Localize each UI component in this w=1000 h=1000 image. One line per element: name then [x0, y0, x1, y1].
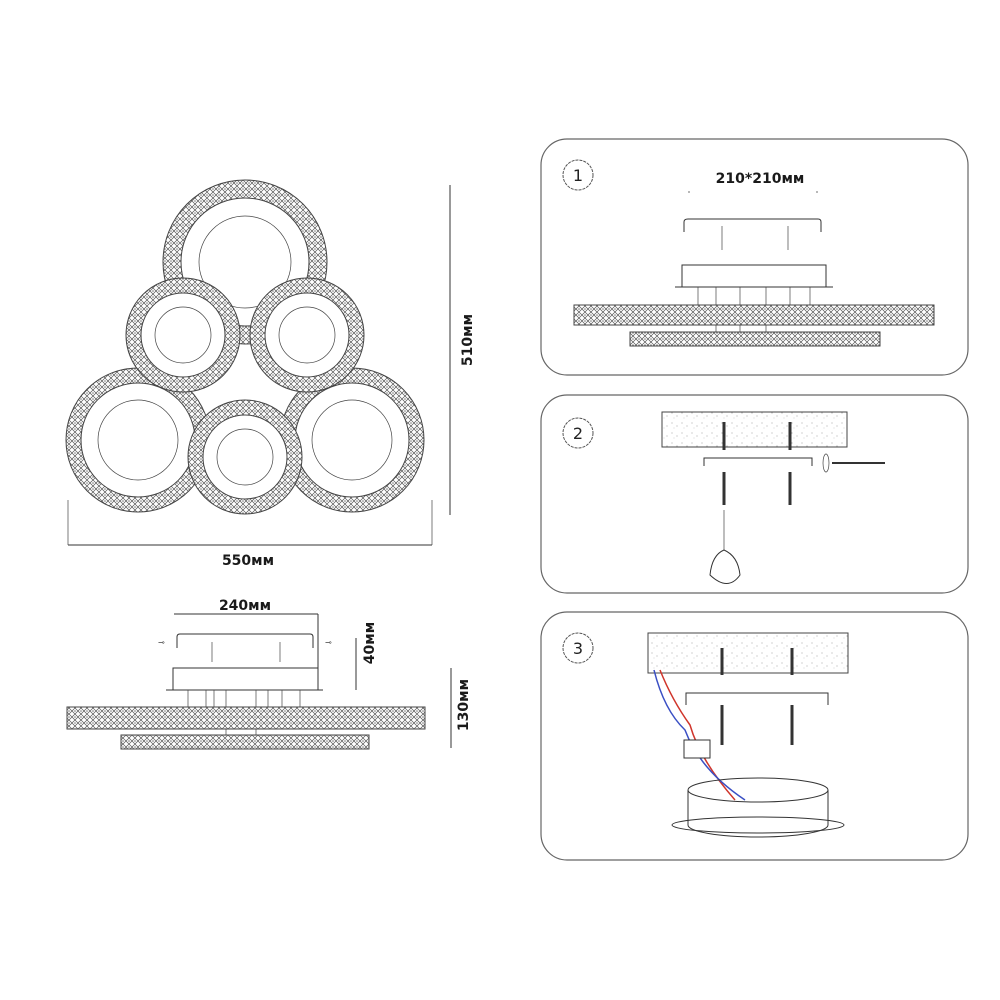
lower-ring-profile: [120, 734, 370, 750]
ring-small-bottom: [187, 399, 303, 515]
ceiling: [661, 411, 848, 448]
step-number: 1: [573, 166, 583, 185]
hand-screwdriver-icon: [709, 549, 741, 584]
width-label: 550мм: [222, 553, 274, 569]
canopy: [172, 667, 319, 691]
upper-ring-profile: [66, 706, 426, 730]
plate-width-label: 240мм: [219, 598, 271, 614]
top-view: 510мм 550мм: [65, 179, 476, 569]
plate-height-label: 40мм: [362, 622, 378, 664]
mounting-plate: [703, 457, 813, 466]
terminal-block: [683, 739, 711, 759]
step-1-panel: 1 210*210мм: [540, 138, 969, 376]
screw-left-icon: ⊸: [158, 638, 165, 647]
step-2-panel: 2: [540, 394, 969, 594]
canopy: [687, 790, 829, 838]
step-number: 3: [573, 639, 583, 658]
height-label: 510мм: [460, 314, 476, 366]
ring-small-right: [249, 277, 365, 393]
screw-right-icon: ⊸: [325, 638, 332, 647]
ring-small-left: [125, 277, 241, 393]
total-height-label: 130мм: [456, 679, 472, 731]
mounting-plate: [685, 692, 829, 705]
ring-right: [279, 367, 425, 513]
mounting-plate: [176, 633, 314, 648]
ceiling: [647, 632, 849, 674]
side-view: 240мм ⊸ ⊸ 40мм 130мм: [66, 598, 472, 750]
step-3-panel: 3: [540, 611, 969, 861]
mounting-plate: [683, 218, 822, 232]
step-number: 2: [573, 424, 583, 443]
plate-dimension-label: 210*210мм: [716, 171, 805, 187]
screws: [722, 472, 792, 505]
wire-blue: [653, 669, 746, 801]
